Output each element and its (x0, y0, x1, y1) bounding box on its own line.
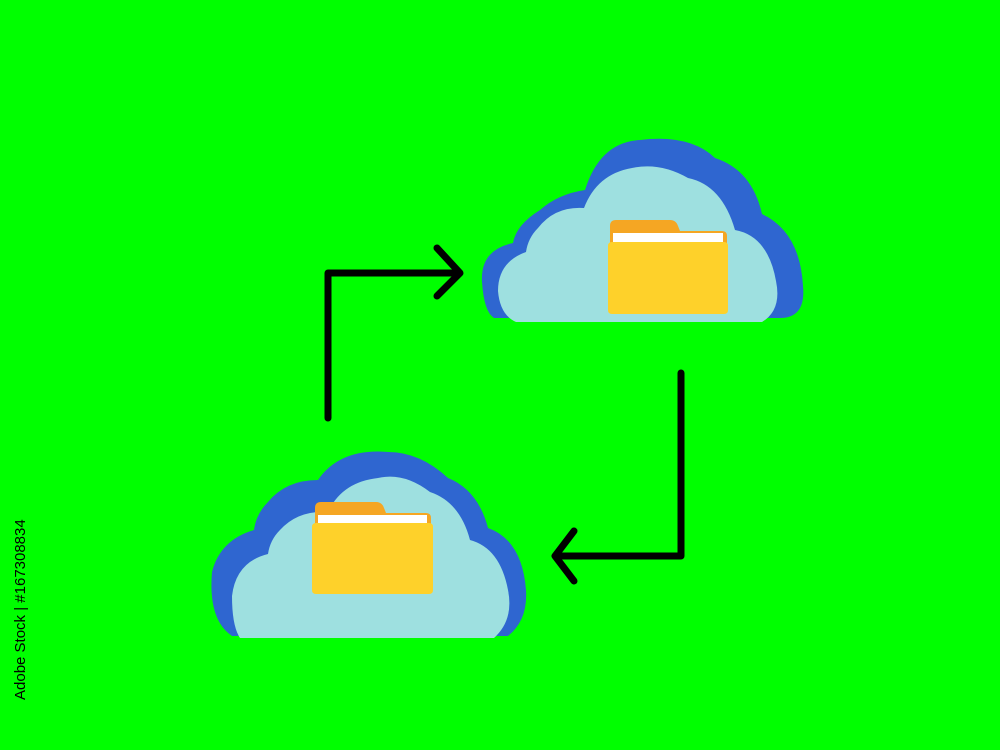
arrow-up-path (324, 269, 459, 422)
arrow-down-path (556, 369, 685, 560)
cloud-bottom (211, 451, 527, 638)
arrow-right-icon (324, 244, 464, 422)
folder-icon (312, 502, 433, 594)
cloud-top (481, 138, 804, 322)
arrow-up-head (433, 244, 464, 300)
folder-icon (608, 220, 728, 314)
arrow-left-icon (551, 369, 685, 585)
folder-front (608, 242, 728, 314)
arrow-down-head (551, 527, 578, 585)
folder-front (312, 523, 433, 594)
watermark-id: Adobe Stock | #167308834 (12, 519, 29, 700)
